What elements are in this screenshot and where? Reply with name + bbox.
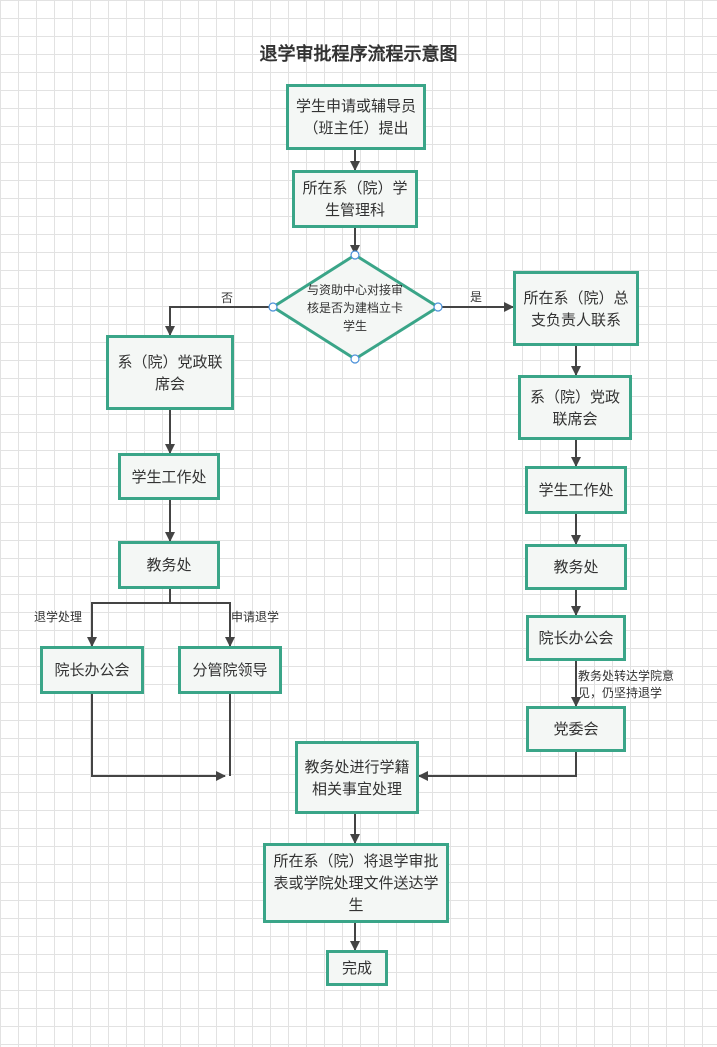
- node-left-academic-affairs[interactable]: 教务处: [118, 541, 220, 589]
- node-academic-status-handling[interactable]: 教务处进行学籍相关事宜处理: [295, 741, 419, 814]
- node-right-academic-affairs[interactable]: 教务处: [525, 544, 627, 590]
- diamond-handle-left: [268, 302, 278, 312]
- node-student-apply[interactable]: 学生申请或辅导员（班主任）提出: [286, 84, 426, 150]
- edge-decision-left: [165, 306, 273, 336]
- edge-label-yes: 是: [470, 290, 483, 304]
- node-left-joint-meeting[interactable]: 系（院）党政联席会: [106, 335, 234, 410]
- node-left-student-work[interactable]: 学生工作处: [118, 453, 220, 500]
- edge-right6-merge: [418, 752, 577, 781]
- decision-text: 与资助中心对接审核是否为建档立卡学生: [306, 283, 403, 333]
- node-right-branch-contact[interactable]: 所在系（院）总支负责人联系: [513, 271, 639, 346]
- node-left-president-meeting[interactable]: 院长办公会: [40, 646, 144, 694]
- edge-left3-left4b: [170, 602, 235, 647]
- diamond-handle-bottom: [350, 354, 360, 364]
- edge-label-no: 否: [221, 291, 234, 305]
- node-right-party-committee[interactable]: 党委会: [526, 706, 626, 752]
- node-right-joint-meeting[interactable]: 系（院）党政联席会: [518, 375, 632, 440]
- edge-label-withdraw: 退学处理: [34, 610, 83, 624]
- diamond-handle-top: [350, 250, 360, 260]
- node-done[interactable]: 完成: [326, 950, 388, 986]
- edge-label-apply: 申请退学: [231, 610, 280, 624]
- page-title: 退学审批程序流程示意图: [259, 44, 458, 65]
- node-deliver-to-student[interactable]: 所在系（院）将退学审批表或学院处理文件送达学生: [263, 843, 449, 923]
- node-right-student-work[interactable]: 学生工作处: [525, 466, 627, 514]
- edge-left3-left4a: [87, 589, 171, 647]
- edge-left4a-merge: [91, 694, 226, 781]
- node-left-vice-president[interactable]: 分管院领导: [178, 646, 282, 694]
- edge-label-insist: 教务处转达学院意见，仍坚持退学: [578, 669, 675, 700]
- node-right-president-meeting[interactable]: 院长办公会: [526, 615, 626, 661]
- node-student-affairs-office[interactable]: 所在系（院）学生管理科: [292, 170, 418, 228]
- diamond-handle-right: [433, 302, 443, 312]
